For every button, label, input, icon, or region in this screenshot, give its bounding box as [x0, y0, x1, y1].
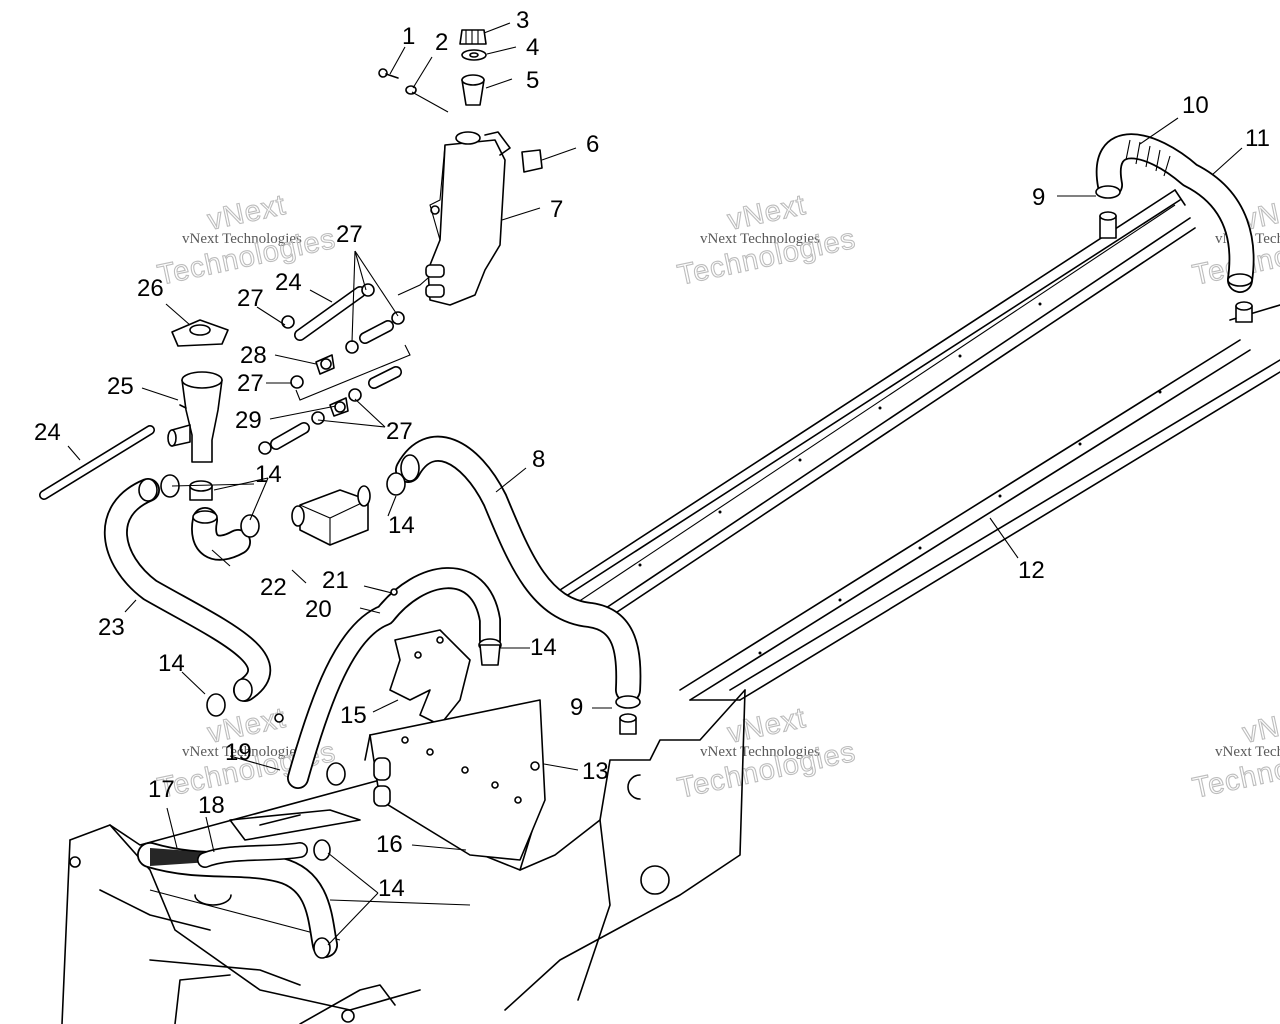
- watermark-company: vNext Technologies: [182, 231, 302, 247]
- cap-26: [171, 319, 229, 347]
- leader-lines: [67, 22, 1243, 946]
- label-3: 3: [516, 7, 529, 34]
- hose-23: [103, 478, 272, 702]
- hose-17-18: [137, 842, 338, 958]
- plate-16: [369, 699, 546, 861]
- fitting-28: [315, 354, 335, 375]
- label-27-lower: 27: [386, 418, 413, 445]
- label-27-top: 27: [336, 221, 363, 248]
- rail-rivets: [638, 302, 1162, 655]
- hose-10-11: [1095, 133, 1255, 293]
- junction-block: [291, 485, 371, 546]
- watermark-bottom-right: vNext vNext Technologies Technologies: [1189, 702, 1280, 806]
- label-20: 20: [305, 596, 332, 623]
- label-15: 15: [340, 702, 367, 729]
- cooling-rails: [559, 189, 1280, 701]
- watermark-bottom-center: vNext vNext Technologies Technologies: [674, 702, 859, 806]
- label-21: 21: [322, 567, 349, 594]
- screw-1: [378, 68, 399, 79]
- label-19: 19: [225, 739, 252, 766]
- label-24-upper: 24: [275, 269, 302, 296]
- label-29: 29: [235, 407, 262, 434]
- label-14-c: 14: [530, 634, 557, 661]
- hose-10-ribs: [1125, 139, 1171, 177]
- hose-20: [287, 567, 501, 789]
- label-11: 11: [1245, 125, 1270, 152]
- watermark-company: vNext Technologies: [700, 744, 820, 760]
- washer-4: [461, 49, 487, 61]
- label-14-d: 14: [158, 650, 185, 677]
- label-16: 16: [376, 831, 403, 858]
- label-2: 2: [435, 29, 448, 56]
- clamps-14: [138, 472, 502, 959]
- label-5: 5: [526, 67, 539, 94]
- watermark-company: vNext Technologies: [700, 231, 820, 247]
- fitting-29: [329, 397, 349, 417]
- label-4: 4: [526, 34, 539, 61]
- cap-3: [459, 29, 487, 45]
- hose-8: [395, 435, 642, 703]
- hose-22: [191, 507, 251, 561]
- label-1: 1: [402, 23, 415, 50]
- small-fasteners: [274, 588, 540, 771]
- clamps-9: [615, 185, 1253, 735]
- label-17: 17: [148, 776, 175, 803]
- clip-6: [521, 149, 543, 173]
- hose-24-upper: [294, 286, 366, 341]
- bracket-15: [389, 629, 471, 726]
- label-12: 12: [1018, 557, 1045, 584]
- label-14-e: 14: [378, 875, 405, 902]
- label-7: 7: [550, 196, 563, 223]
- label-25: 25: [107, 373, 134, 400]
- watermark-company: vNext Technologies: [1215, 744, 1280, 760]
- watermark-top-left: vNext vNext Technologies Technologies: [154, 189, 339, 293]
- label-14-b: 14: [388, 512, 415, 539]
- label-27-mid: 27: [237, 370, 264, 397]
- label-23: 23: [98, 614, 125, 641]
- coolant-reservoir: [425, 131, 511, 306]
- watermark-prefix: vNext: [725, 189, 809, 237]
- watermark-top-center: vNext vNext Technologies Technologies: [674, 189, 859, 293]
- label-27-left: 27: [237, 285, 264, 312]
- label-24-left: 24: [34, 419, 61, 446]
- watermark-prefix: vNext: [725, 702, 809, 750]
- label-8: 8: [532, 446, 545, 473]
- neck-5: [461, 74, 485, 106]
- label-28: 28: [240, 342, 267, 369]
- label-13: 13: [582, 758, 609, 785]
- pipe-24: [39, 425, 155, 500]
- label-14-a: 14: [255, 461, 282, 488]
- filler-neck-25: [167, 371, 223, 463]
- label-22: 22: [260, 574, 287, 601]
- label-9-lower: 9: [570, 694, 583, 721]
- watermark-prefix: vNext: [1240, 702, 1280, 750]
- label-18: 18: [198, 792, 225, 819]
- label-6: 6: [586, 131, 599, 158]
- part-labels: 1 2 3 4 5 6 7 8 9 10 11 12 13 14 14 14 1…: [34, 7, 1270, 902]
- label-10: 10: [1182, 92, 1209, 119]
- label-26: 26: [137, 275, 164, 302]
- leader-outline-group: [295, 277, 429, 401]
- watermark-prefix: vNext: [205, 189, 289, 237]
- label-9-upper: 9: [1032, 184, 1045, 211]
- hose-27-short: [270, 320, 402, 450]
- watermark-company: vNext Technologies: [182, 744, 302, 760]
